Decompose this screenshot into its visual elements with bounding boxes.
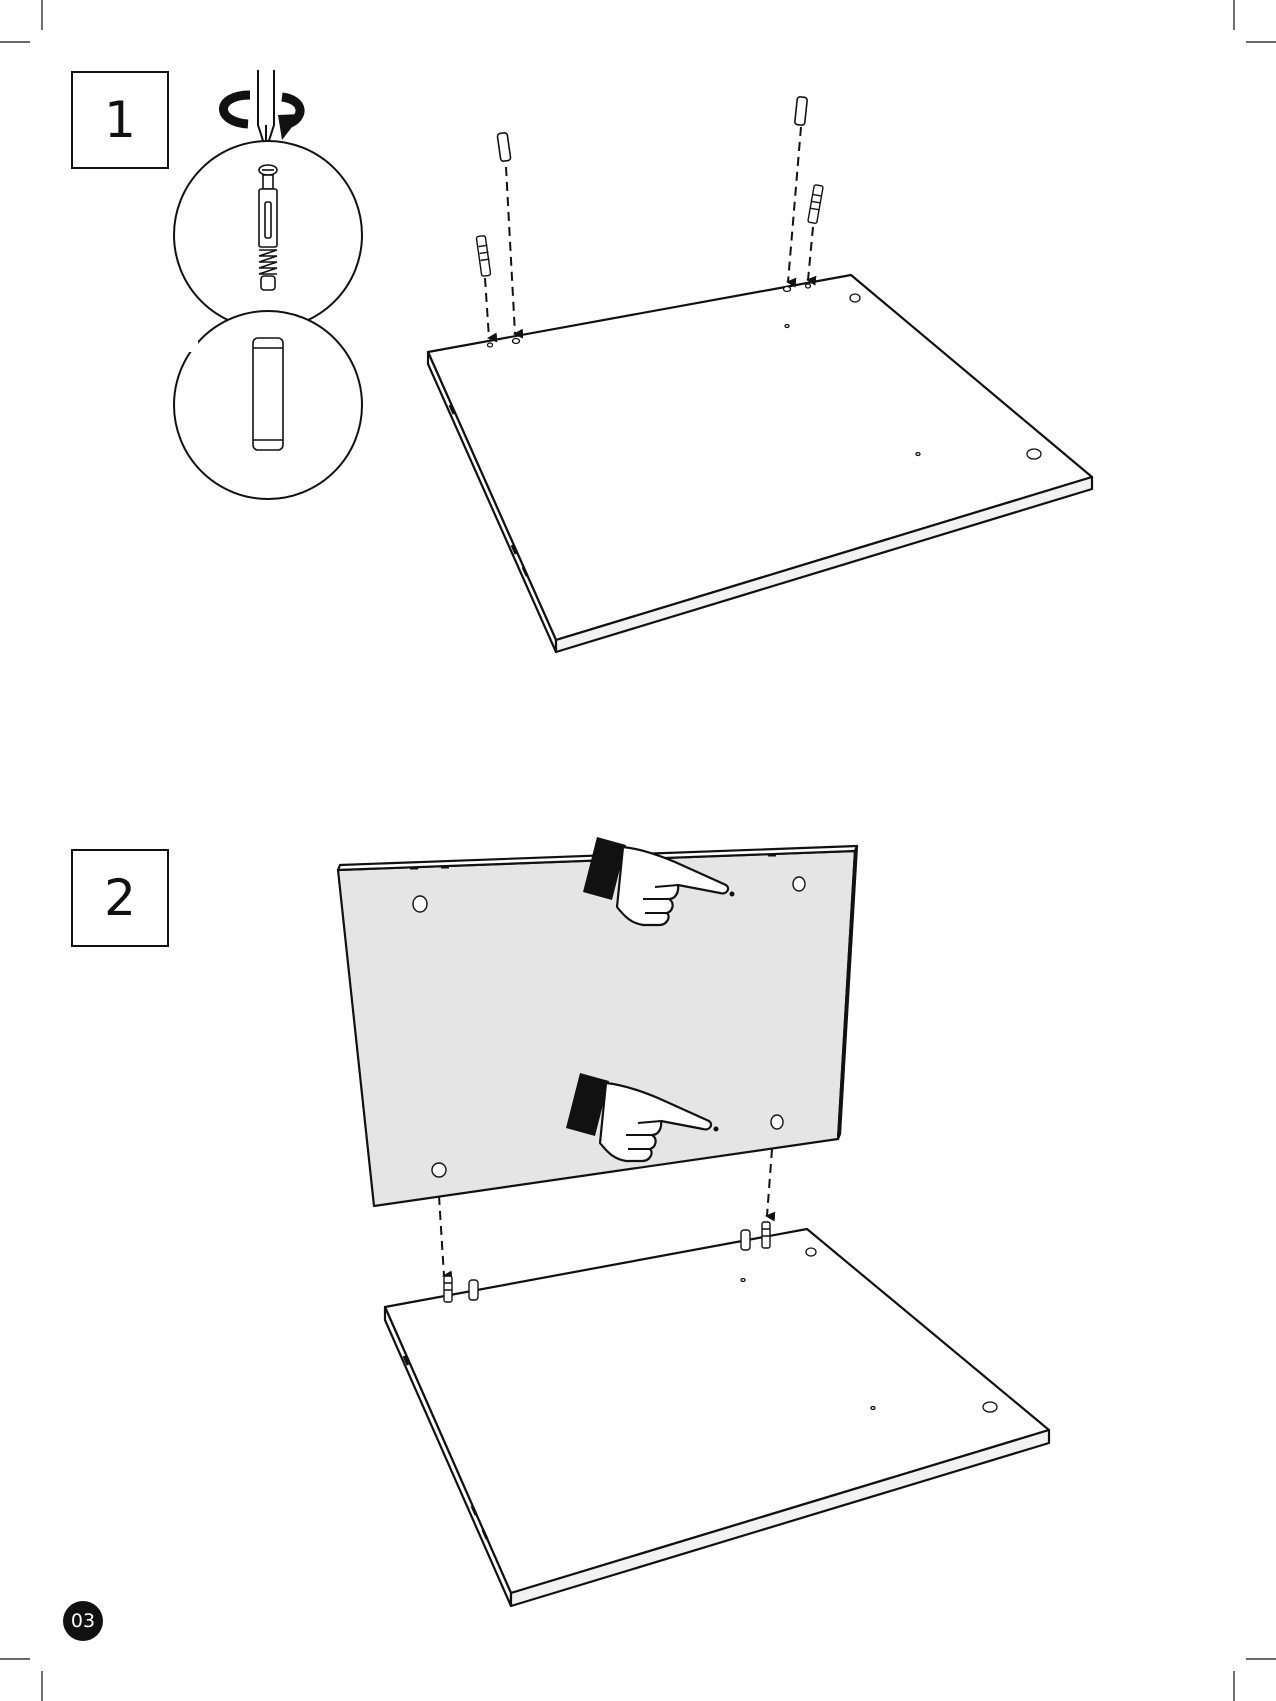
- screwdriver-icon: [258, 70, 274, 150]
- step-number-box: 1: [71, 71, 169, 169]
- page-number: 03: [71, 1610, 95, 1632]
- step-number: 2: [104, 869, 136, 927]
- step2-board: [385, 1229, 1049, 1606]
- dowel-detail-circle: [174, 311, 362, 499]
- step1-cam-bolt-right: [808, 185, 823, 224]
- page-number-badge: 03: [63, 1601, 103, 1641]
- step1-dowel-right: [795, 97, 808, 126]
- step-number: 1: [104, 91, 136, 149]
- cam-bolt-detail-circle: [174, 141, 362, 329]
- wooden-dowel-icon: [253, 338, 283, 450]
- step1-cam-bolt-left: [476, 235, 490, 276]
- step1-board: [428, 275, 1092, 652]
- step-number-box: 2: [71, 849, 169, 947]
- step1-dowel-left: [497, 132, 511, 161]
